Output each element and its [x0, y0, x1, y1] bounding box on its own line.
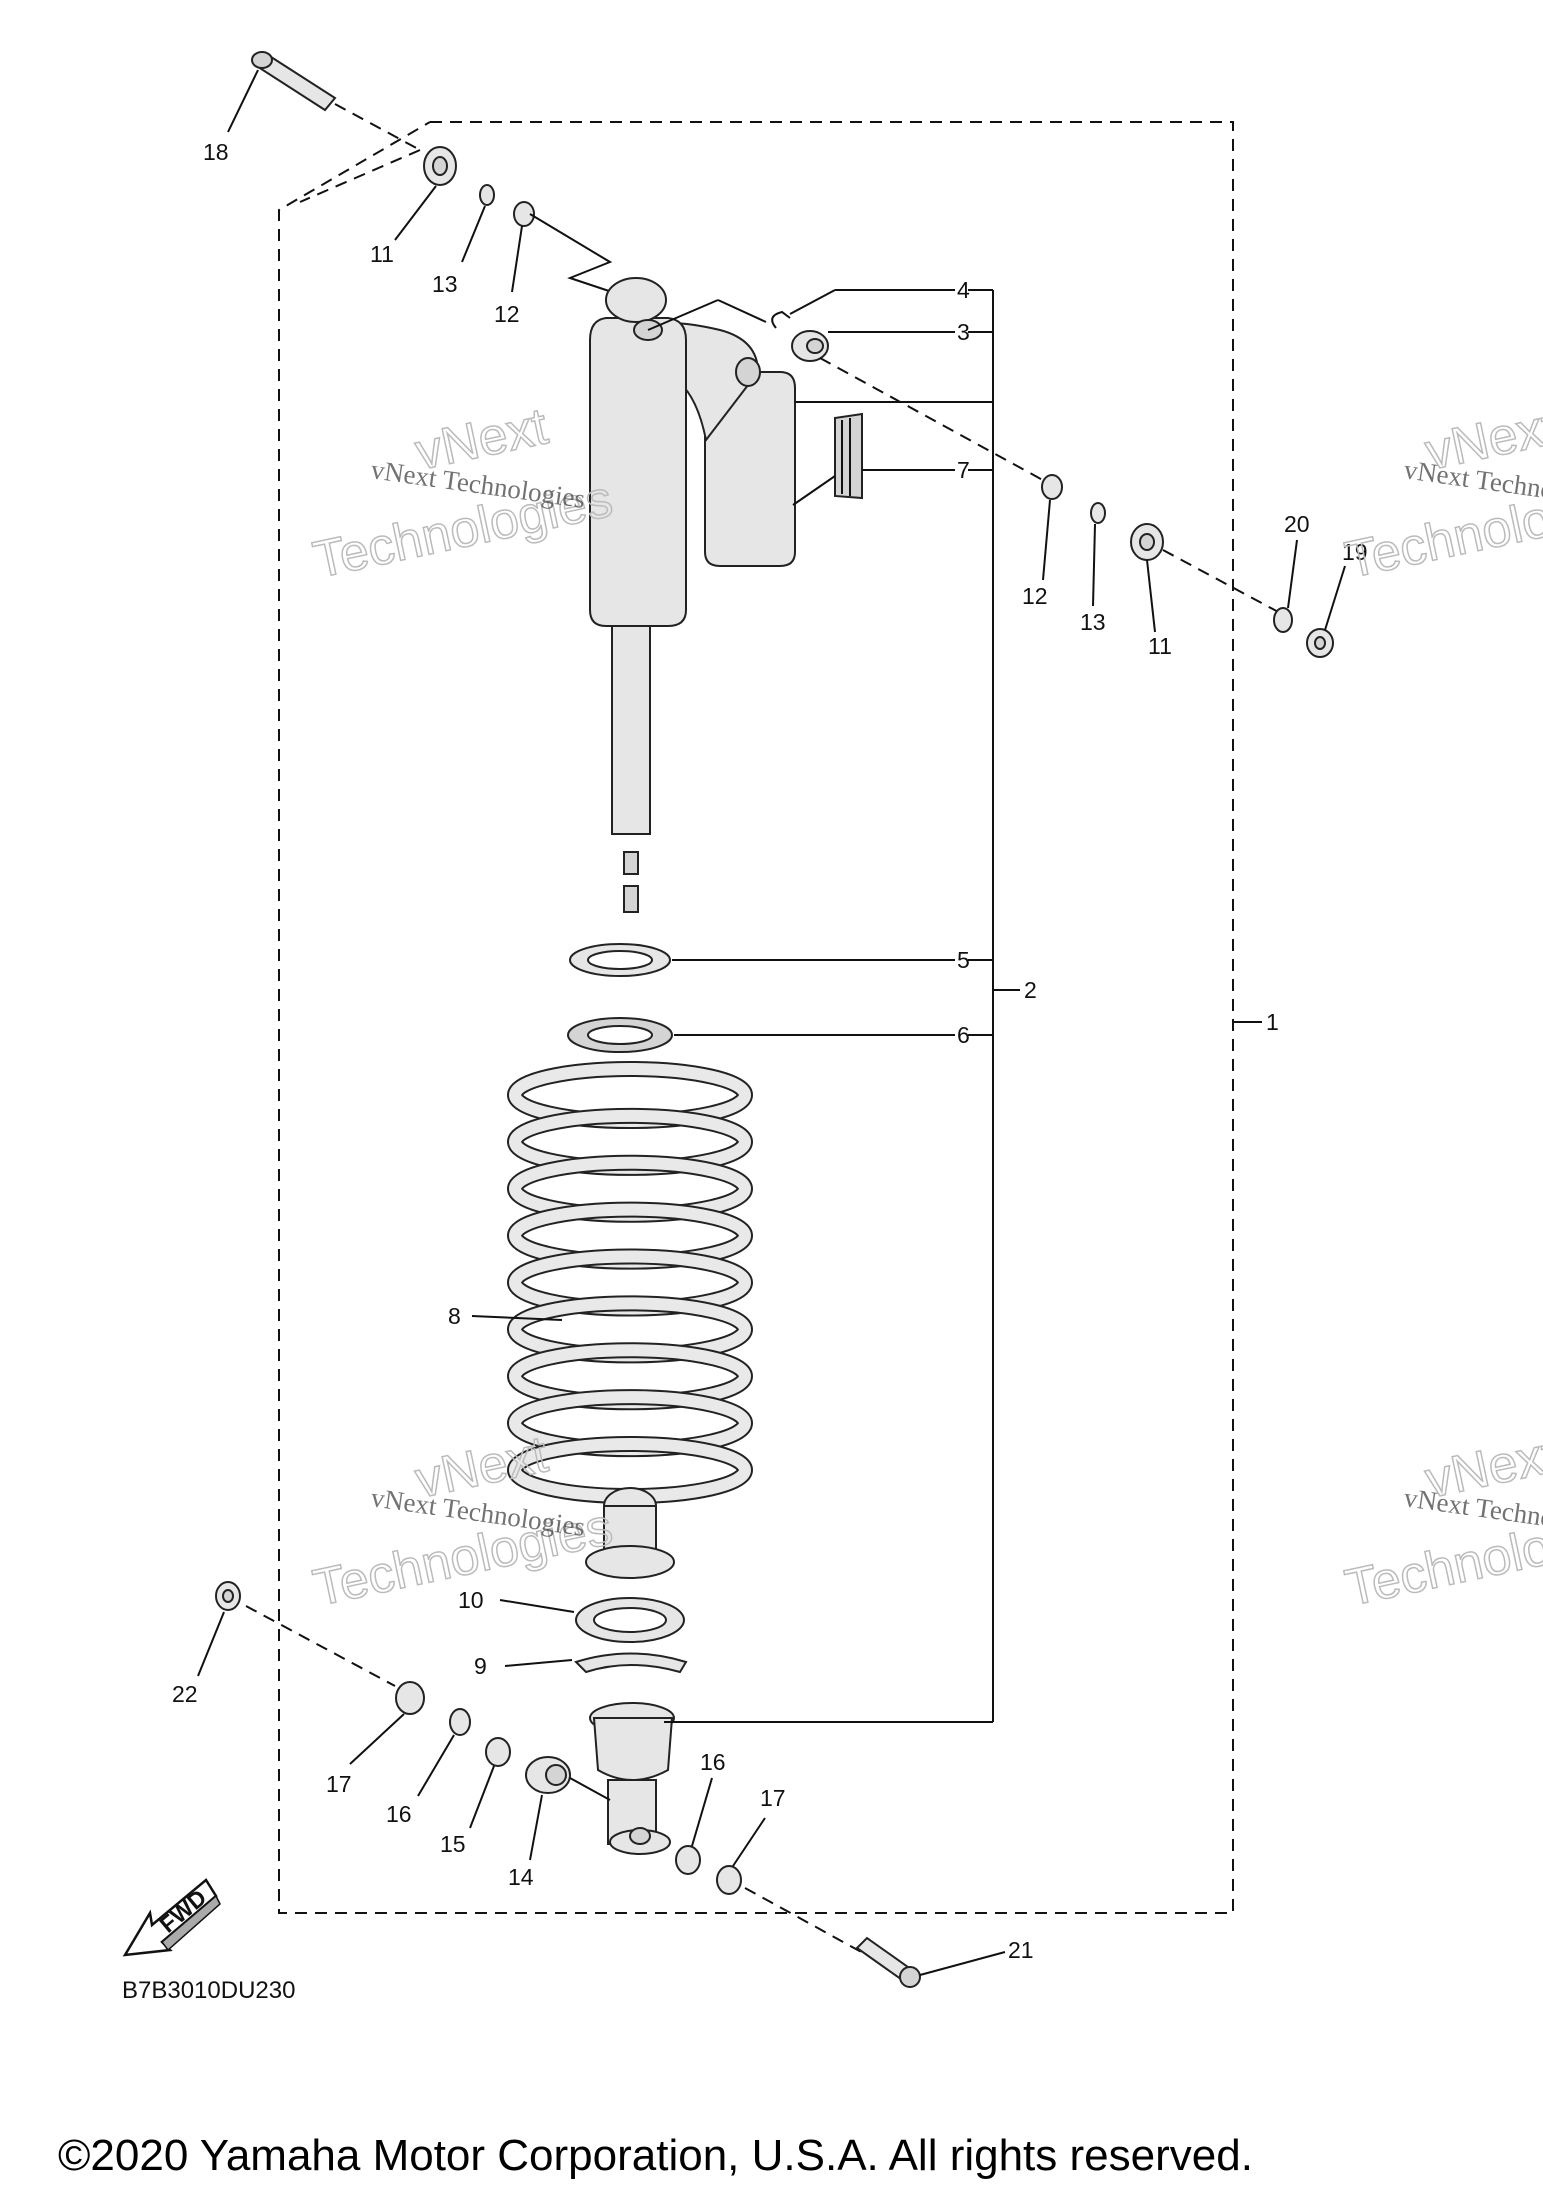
spring-seat	[585, 1487, 675, 1579]
washer-13-top	[479, 184, 495, 206]
label-16-left: 16	[386, 1801, 412, 1827]
shock-absorber-body	[589, 277, 796, 835]
label-16-right: 16	[700, 1749, 726, 1775]
label-14: 14	[508, 1864, 534, 1890]
label-12-top: 12	[494, 301, 520, 327]
label-13-right: 13	[1080, 609, 1106, 635]
clip-4	[771, 310, 791, 329]
label-21: 21	[1008, 1937, 1034, 1963]
label-8: 8	[448, 1303, 461, 1329]
label-15: 15	[440, 1831, 466, 1857]
label-6: 6	[957, 1022, 970, 1048]
label-20: 20	[1284, 511, 1310, 537]
bearing-3	[791, 330, 829, 362]
label-4: 4	[957, 277, 970, 303]
washer-13-right	[1090, 502, 1106, 524]
label-5: 5	[957, 947, 970, 973]
label-3: 3	[957, 319, 970, 345]
label-2: 2	[1024, 977, 1037, 1003]
label-18: 18	[203, 139, 229, 165]
decal-7	[834, 412, 863, 500]
oring-16-right	[675, 1845, 701, 1875]
diagram-code: B7B3010DU230	[122, 1977, 295, 2004]
washer-20	[1273, 607, 1293, 633]
coil-spring-8	[507, 1061, 753, 1504]
label-11-right: 11	[1148, 633, 1172, 659]
label-7: 7	[957, 457, 970, 483]
group-bracket-2	[968, 289, 1020, 1722]
watermark-top: vNext Technologies vNext Technologies	[308, 397, 618, 591]
label-12-right: 12	[1022, 583, 1048, 609]
bolt-21	[855, 1936, 921, 1988]
oring-12-top	[513, 201, 535, 227]
watermark-right-bottom: vNext Technologies vNext Technologies	[1340, 1425, 1543, 1619]
bolt-18	[251, 51, 337, 112]
nut-22	[215, 1581, 241, 1611]
seat-10	[575, 1597, 685, 1643]
rod-end-spacer	[623, 851, 639, 913]
bearing-14	[525, 1756, 571, 1794]
label-17-right: 17	[760, 1785, 786, 1811]
stopper-ring-9	[574, 1652, 688, 1674]
fwd-arrow-icon	[122, 1878, 221, 1957]
lower-clevis	[589, 1702, 675, 1855]
label-9: 9	[474, 1653, 487, 1679]
label-17-left: 17	[326, 1771, 352, 1797]
washer-17-right	[716, 1865, 742, 1895]
watermark-right-top: vNext Technologies vNext Technologies	[1340, 397, 1543, 591]
label-22: 22	[172, 1681, 198, 1707]
oring-16-left	[449, 1708, 471, 1736]
collar-11-top	[423, 146, 457, 186]
assembly-boundary	[278, 121, 1234, 1914]
label-1: 1	[1266, 1009, 1279, 1035]
spacer-15	[485, 1737, 511, 1767]
label-11-top: 11	[370, 241, 394, 267]
label-10: 10	[458, 1587, 484, 1613]
collar-11-right	[1130, 523, 1164, 561]
copyright-notice: ©2020 Yamaha Motor Corporation, U.S.A. A…	[58, 2131, 1253, 2180]
nut-19	[1306, 628, 1334, 658]
adjuster-nut-5	[569, 943, 671, 977]
oring-12-right	[1041, 474, 1063, 500]
lock-nut-6	[567, 1017, 673, 1053]
washer-17-left	[395, 1681, 425, 1715]
label-19: 19	[1342, 539, 1368, 565]
label-13-top: 13	[432, 271, 458, 297]
